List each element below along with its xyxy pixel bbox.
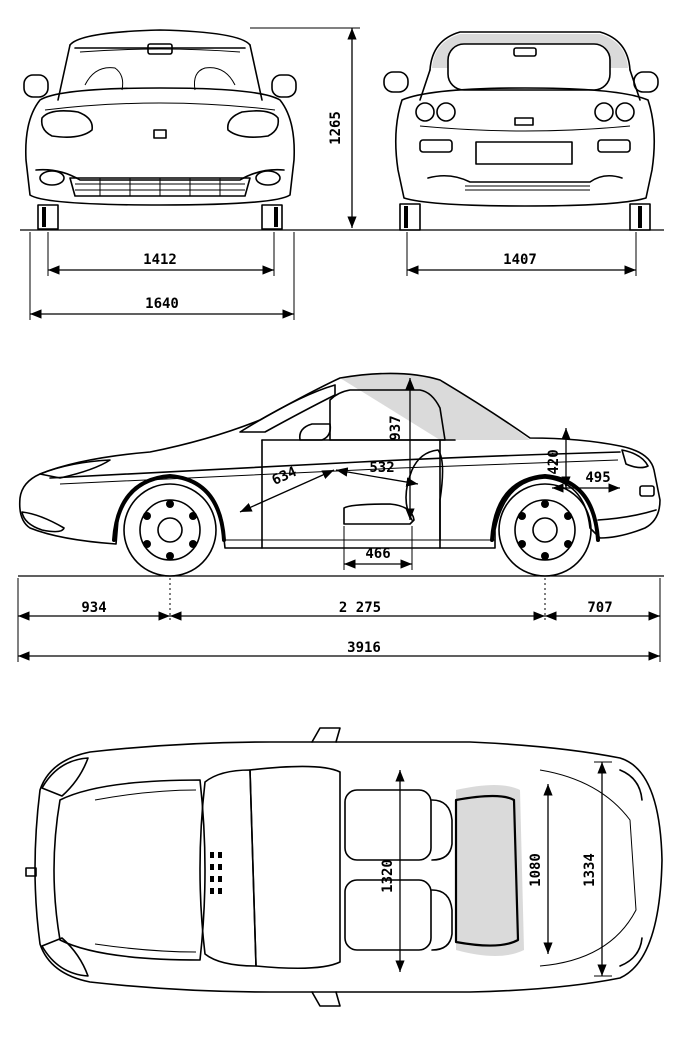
door-dimension-label: 532 [369, 460, 394, 476]
side-front-wheel [112, 474, 226, 577]
overall-length-label: 3916 [347, 640, 381, 656]
rear-overhang-label: 707 [587, 600, 612, 616]
boot-height-label: 420 [546, 449, 562, 474]
front-rear-dimensions [29, 27, 637, 320]
side-dimensions [17, 575, 664, 662]
overall-height-label: 1265 [328, 111, 344, 145]
rear-width-label: 1334 [582, 853, 598, 887]
seat-depth-label: 466 [365, 546, 390, 562]
side-view [18, 372, 661, 577]
headroom-label: 937 [388, 415, 404, 440]
front-track-label: 1412 [143, 252, 177, 268]
front-overhang-label: 934 [81, 600, 106, 616]
rear-view [383, 31, 659, 231]
front-width-label: 1640 [145, 296, 179, 312]
cabin-width-label: 1320 [380, 859, 396, 893]
boot-length-label: 495 [585, 470, 610, 486]
rear-track-label: 1407 [503, 252, 537, 268]
side-rear-wheel [490, 474, 600, 577]
seat-to-pedals-label: 634 [270, 464, 300, 489]
top-view [25, 727, 663, 1007]
rear-inner-width-label: 1080 [528, 853, 544, 887]
front-view [23, 29, 297, 230]
wheelbase-label: 2 275 [339, 600, 381, 616]
